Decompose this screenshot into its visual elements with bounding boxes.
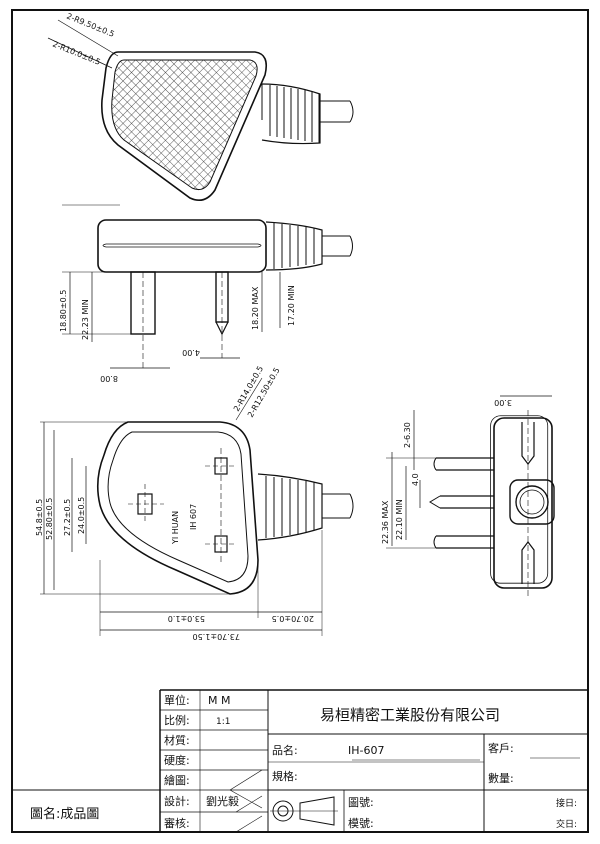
sheet-border [11,9,589,833]
title-block [12,689,588,833]
dim-end-max: 22.36 MAX [381,500,390,544]
dim-height-4: 24.0±0.5 [77,497,86,534]
dim-right-total: 18.20 MAX [251,286,260,330]
dim-height-outer: 54.8±0.5 [35,499,44,536]
dim-width-strain: 20.70±0.5 [272,614,314,623]
deliver-date-label: 交日: [556,818,577,830]
dim-radius-inner: 2-R10.0±0.5 [51,40,101,67]
customer-label: 客戶: [488,741,514,755]
dim-radius-outer: 2-R9.50±0.5 [65,12,115,39]
dim-pin-width: 4.00 [182,348,200,357]
drawing-label: 繪圖: [164,773,190,787]
dim-end-top: 3.00 [494,398,512,407]
end-view [386,395,555,598]
product-value: IH-607 [348,744,384,757]
dim-pin-dia: 8.00 [100,374,118,383]
dim-height-3: 27.2±0.5 [63,499,72,536]
review-label: 審核: [164,816,190,830]
scale-label: 比例: [164,713,190,727]
dim-width-body: 53.0±1.0 [168,614,205,623]
dim-end-slot: 2-6.30 [403,422,412,448]
dim-width-total: 73.70±1.50 [193,632,240,641]
unit-value: M M [208,694,230,707]
dim-right-sleeve: 17.20 MIN [287,285,296,326]
spec-label: 規格: [272,769,298,783]
projection-symbol-icon [270,796,338,826]
design-value: 劉光毅 [206,794,239,808]
top-view [47,19,354,201]
dim-end-gap: 4.0 [411,473,420,486]
design-label: 設計: [164,794,190,808]
scale-value: 1:1 [216,717,230,727]
qty-label: 數量: [488,772,514,785]
company-name: 易桓精密工業股份有限公司 [320,706,500,724]
hardness-label: 硬度: [164,753,190,767]
dim-height-2: 52.80±0.5 [45,498,54,540]
material-label: 材質: [164,733,190,747]
drawing-no-label: 圖號: [348,796,374,809]
product-label: 品名: [272,743,298,757]
plug-marking-line2: IH 607 [189,504,198,530]
front-view [40,377,354,636]
plug-marking-line1: YI HUAN [171,511,180,545]
dim-left-total: 18.80±0.5 [59,290,68,332]
dim-left-sleeve: 22.23 MIN [81,299,90,340]
dim-end-min: 22.10 MIN [395,499,404,540]
side-view [62,204,353,370]
drawing-name: 圖名:成品圖 [30,806,99,822]
receive-date-label: 接日: [556,797,577,809]
mold-no-label: 模號: [348,817,374,830]
unit-label: 單位: [164,693,190,707]
